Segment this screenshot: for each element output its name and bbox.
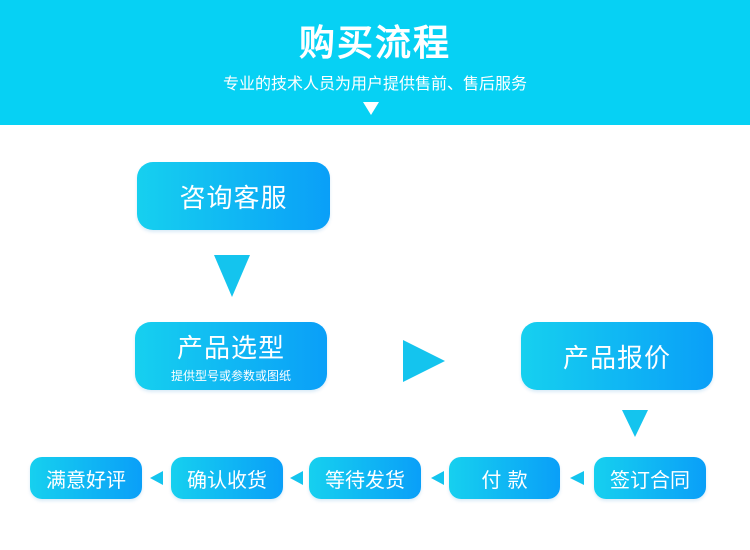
step-label: 咨询客服: [179, 183, 288, 214]
step-label: 付 款: [481, 467, 528, 492]
step-confirm-receipt: 确认收货: [171, 457, 283, 499]
left-arrow-icon: [431, 471, 444, 485]
step-label: 确认收货: [187, 467, 267, 492]
step-review: 满意好评: [30, 457, 142, 499]
left-arrow-icon: [290, 471, 303, 485]
step-quote: 产品报价: [521, 322, 713, 390]
left-arrow-icon: [570, 471, 584, 485]
step-label: 等待发货: [325, 467, 405, 492]
step-sublabel: 提供型号或参数或图纸: [170, 369, 291, 383]
step-select: 产品选型 提供型号或参数或图纸: [135, 322, 327, 390]
down-arrow-icon: [214, 255, 250, 297]
step-label: 产品选型: [176, 334, 285, 364]
step-label: 满意好评: [46, 467, 126, 492]
step-wait-shipping: 等待发货: [309, 457, 421, 499]
page-title: 购买流程: [298, 23, 451, 64]
step-label: 签订合同: [610, 467, 690, 492]
step-consult: 咨询客服: [137, 162, 330, 230]
step-payment: 付 款: [449, 457, 560, 499]
step-contract: 签订合同: [594, 457, 706, 499]
down-arrow-icon: [363, 102, 379, 115]
right-arrow-icon: [403, 340, 445, 382]
down-arrow-icon: [622, 410, 648, 437]
page-subtitle: 专业的技术人员为用户提供售前、售后服务: [222, 74, 527, 93]
header-banner: 购买流程 专业的技术人员为用户提供售前、售后服务: [0, 0, 750, 125]
step-label: 产品报价: [562, 343, 671, 374]
left-arrow-icon: [150, 471, 163, 485]
